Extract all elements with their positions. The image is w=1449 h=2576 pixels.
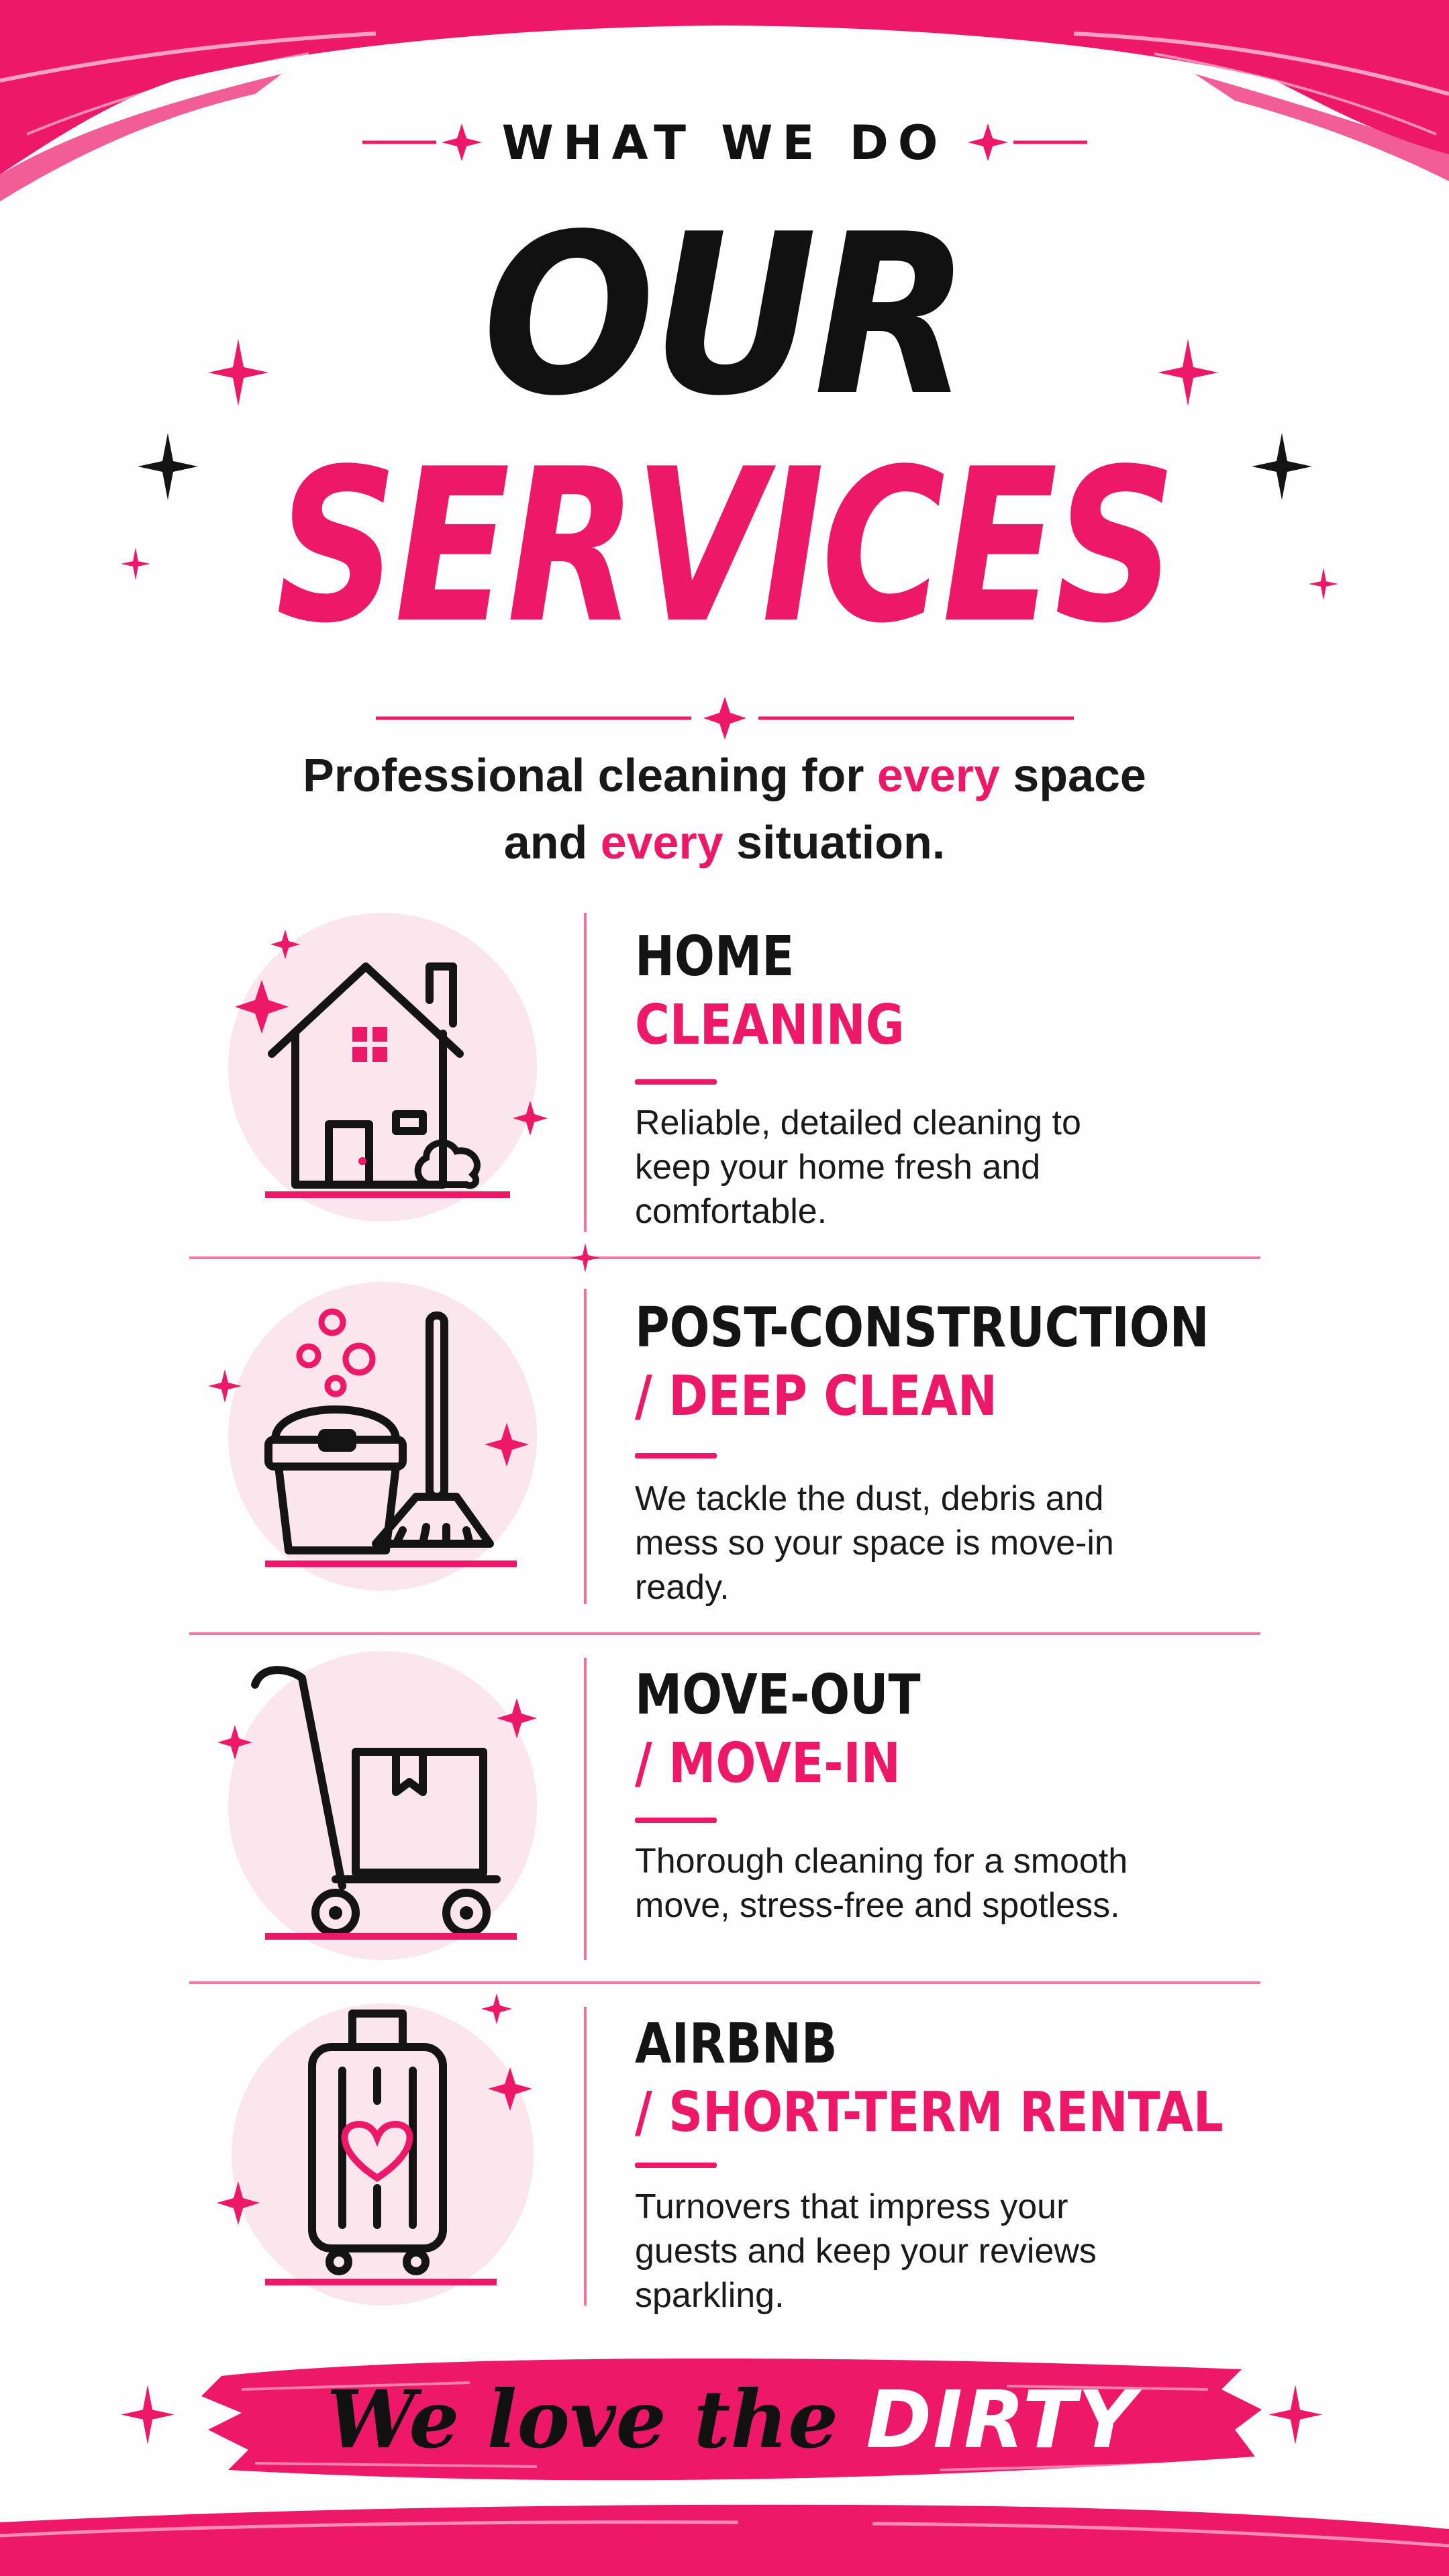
service-separator (189, 1981, 1260, 1984)
service-title-post-construction: POST-CONSTRUCTION / DEEP CLEAN (635, 1296, 1209, 1428)
hand-truck-icon (217, 1651, 537, 1960)
banner-brush-stroke (201, 2358, 1262, 2481)
service-description-move-out: Thorough cleaning for a smooth move, str… (635, 1842, 1128, 1925)
tagline: Professional cleaning for every space an… (303, 749, 1146, 869)
service-description-post-construction: We tackle the dust, debris and mess so y… (635, 1479, 1114, 1607)
service-accent-dash (635, 1818, 717, 1823)
bottom-brush-stroke (0, 2504, 1449, 2576)
service-divider-vertical (584, 1658, 587, 1960)
service-divider-vertical (584, 2007, 587, 2306)
eyebrow-left-decoration (362, 123, 482, 161)
service-accent-dash (635, 2163, 717, 2168)
eyebrow-right-decoration (968, 123, 1087, 161)
banner-slogan: We love the DIRTY JOBS. (326, 2373, 1137, 2567)
suitcase-icon (217, 1993, 534, 2306)
sparkle-icon (138, 433, 198, 500)
separator-sparkle-icon (570, 1243, 600, 1273)
page-title-line2: SERVICES (276, 424, 1176, 670)
sparkle-icon (121, 547, 150, 581)
service-title-home: HOME CLEANING (635, 925, 905, 1057)
service-divider-vertical (584, 913, 587, 1232)
title-divider (376, 697, 1074, 740)
bucket-mop-icon (208, 1282, 537, 1591)
sparkle-icon (208, 339, 268, 406)
service-divider-vertical (584, 1289, 587, 1604)
service-separator (189, 1632, 1260, 1635)
service-description-airbnb: Turnovers that impress your guests and k… (635, 2187, 1097, 2315)
sparkle-icon (1158, 339, 1218, 406)
sparkle-icon (1252, 433, 1312, 500)
service-title-airbnb: AIRBNB / SHORT-TERM RENTAL (635, 2012, 1223, 2144)
house-icon (228, 913, 548, 1222)
sparkle-icon (121, 2385, 174, 2444)
service-title-move-out: MOVE-OUT / MOVE-IN (635, 1663, 921, 1795)
service-description-home: Reliable, detailed cleaning to keep your… (635, 1103, 1081, 1231)
eyebrow-text: WHAT WE DO (501, 115, 948, 170)
sparkle-icon (1268, 2385, 1322, 2444)
service-separator (189, 1256, 1260, 1259)
page-title-line1: OUR (482, 187, 970, 444)
sparkle-icon (1309, 567, 1338, 601)
service-accent-dash (635, 1079, 717, 1085)
top-brush-stroke (0, 0, 1449, 201)
service-accent-dash (635, 1453, 717, 1458)
